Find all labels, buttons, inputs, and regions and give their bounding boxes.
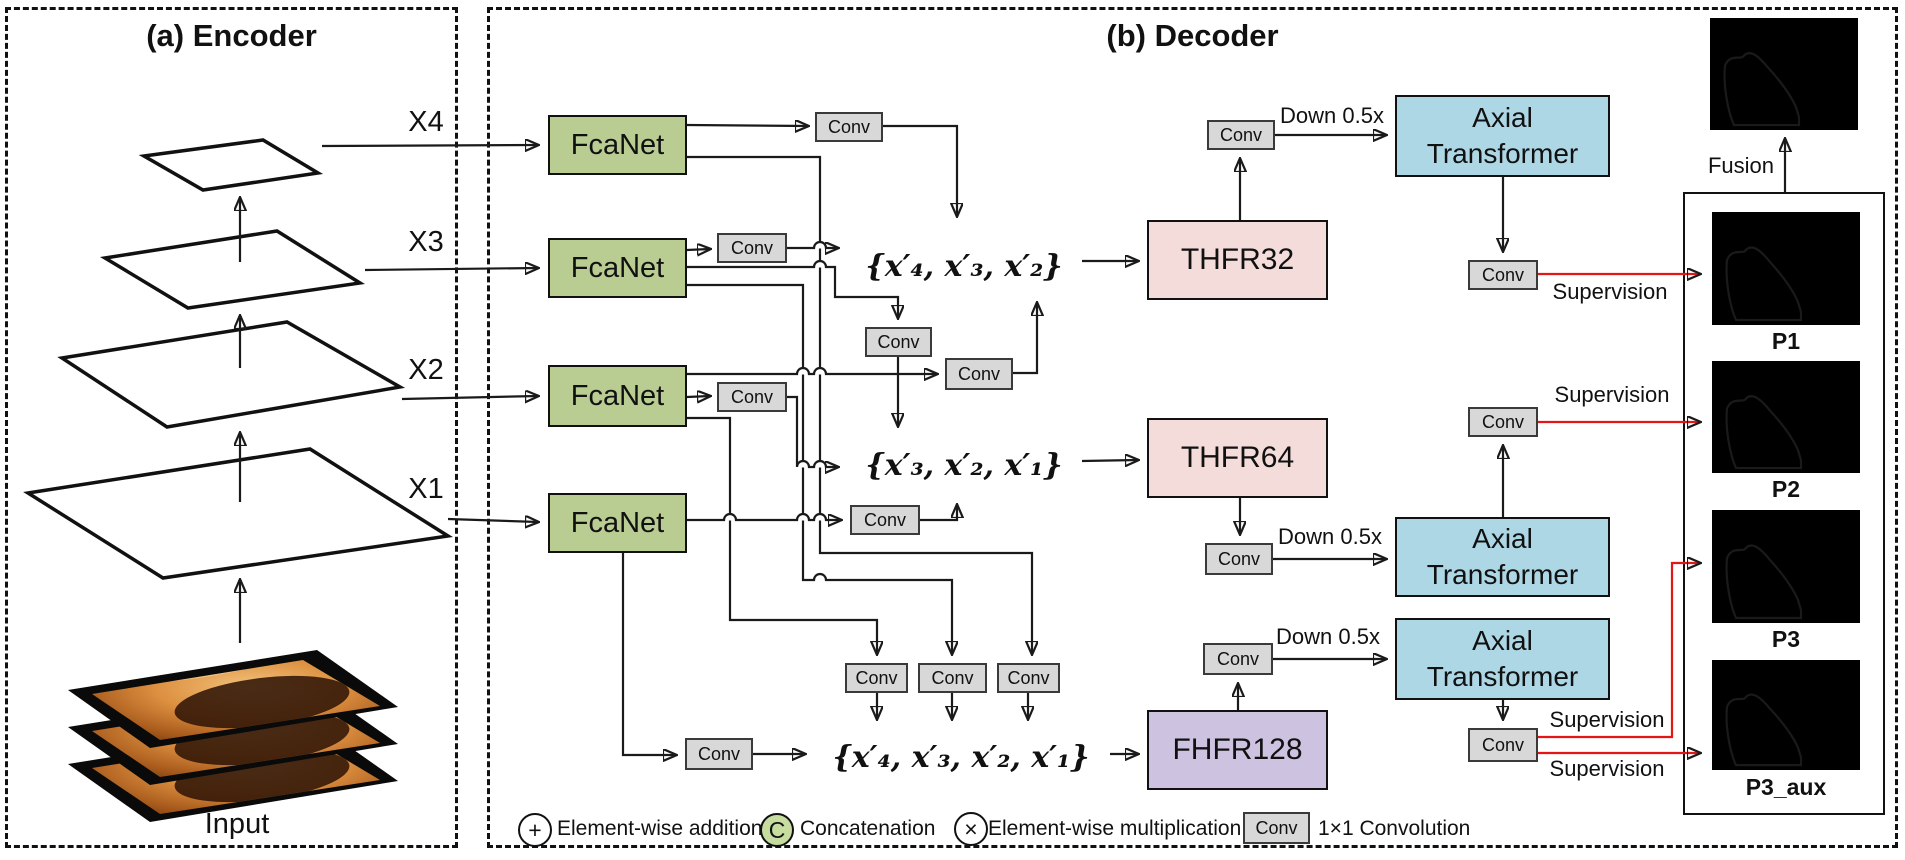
axial-transformer-bottom: Axial Transformer: [1395, 618, 1610, 700]
addition-icon: +: [518, 813, 552, 847]
conv-set2-bottom: Conv: [850, 505, 920, 535]
conv-p2: Conv: [1468, 407, 1538, 437]
multiplication-symbol: ×: [964, 815, 978, 842]
conv-thfr32: Conv: [1207, 120, 1275, 150]
input-label: Input: [204, 808, 270, 840]
addition-legend-label: Element-wise addition: [557, 817, 763, 840]
p1-mask-image: [1712, 212, 1860, 325]
conv-center: Conv: [865, 327, 932, 357]
concatenation-icon: C: [760, 813, 794, 847]
encoder-title: (a) Encoder: [146, 18, 317, 53]
decoder-title: (b) Decoder: [1106, 18, 1279, 53]
p3-label: P3: [1771, 626, 1801, 652]
p3-mask-image: [1712, 510, 1860, 623]
feature-set-2: {x′₃, x′₂, x′₁}: [865, 447, 1063, 483]
axial-transformer-top: Axial Transformer: [1395, 95, 1610, 177]
p2-mask-image: [1712, 361, 1860, 473]
fhfr128-block: FHFR128: [1147, 710, 1328, 790]
supervision-label-p3aux: Supervision: [1549, 756, 1665, 781]
conv-p3: Conv: [1468, 728, 1538, 762]
thfr32-block: THFR32: [1147, 220, 1328, 300]
supervision-label-p2: Supervision: [1554, 382, 1670, 407]
fusion-label: Fusion: [1707, 153, 1774, 178]
down-label-1: Down 0.5x: [1280, 103, 1384, 128]
conv-set3-a: Conv: [845, 663, 908, 693]
conv-x3: Conv: [717, 233, 787, 263]
p2-label: P2: [1771, 476, 1801, 502]
label-x1: X1: [408, 473, 444, 505]
p1-label: P1: [1771, 328, 1801, 354]
conv-legend-sample: Conv: [1243, 812, 1310, 844]
concatenation-symbol: C: [768, 816, 786, 843]
supervision-label-p1: Supervision: [1552, 279, 1668, 304]
fused-mask-image: [1710, 18, 1858, 130]
conv-set3-b: Conv: [918, 663, 987, 693]
p3aux-label: P3_aux: [1745, 774, 1827, 800]
supervision-label-p3: Supervision: [1549, 707, 1665, 732]
conv-set3-c: Conv: [997, 663, 1060, 693]
fcanet-block-x3: FcaNet: [548, 238, 687, 298]
down-label-3: Down 0.5x: [1276, 624, 1380, 649]
feature-set-3: {x′₄, x′₃, x′₂, x′₁}: [832, 739, 1090, 775]
encoder-panel: [5, 7, 458, 848]
down-label-2: Down 0.5x: [1278, 524, 1382, 549]
axial-transformer-mid: Axial Transformer: [1395, 517, 1610, 597]
feature-set-1: {x′₄, x′₃, x′₂}: [865, 248, 1063, 284]
fcanet-block-x2: FcaNet: [548, 365, 687, 427]
multiplication-icon: ×: [954, 812, 988, 846]
conv-top: Conv: [815, 112, 883, 142]
conv-legend-label: 1×1 Convolution: [1318, 817, 1471, 840]
label-x3: X3: [408, 226, 444, 258]
addition-symbol: +: [528, 816, 542, 843]
p3aux-mask-image: [1712, 660, 1860, 770]
conv-p1: Conv: [1468, 260, 1538, 290]
conv-x2: Conv: [717, 382, 787, 412]
label-x4: X4: [408, 106, 444, 138]
conv-set1-bottom: Conv: [945, 358, 1013, 390]
conv-fhfr128: Conv: [1203, 643, 1273, 675]
fcanet-block-x4: FcaNet: [548, 115, 687, 175]
conv-thfr64: Conv: [1205, 543, 1273, 575]
fcanet-block-x1: FcaNet: [548, 493, 687, 553]
conv-set3-left: Conv: [685, 738, 753, 770]
concatenation-legend-label: Concatenation: [800, 817, 936, 840]
multiplication-legend-label: Element-wise multiplication: [988, 817, 1242, 840]
thfr64-block: THFR64: [1147, 418, 1328, 498]
label-x2: X2: [408, 354, 444, 386]
